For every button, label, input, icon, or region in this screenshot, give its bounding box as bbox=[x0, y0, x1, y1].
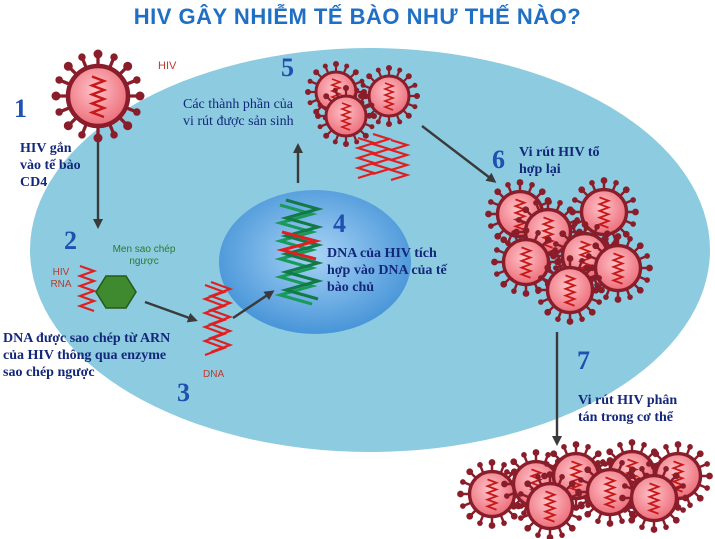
step-number-4: 4 bbox=[333, 209, 346, 238]
step-number-3: 3 bbox=[177, 378, 190, 407]
dna-label: DNA bbox=[203, 369, 225, 380]
hiv-rna-label: HIV RNA bbox=[50, 267, 72, 290]
viral-rna-copy bbox=[354, 136, 378, 180]
step-number-2: 2 bbox=[64, 226, 77, 255]
step-number-7: 7 bbox=[577, 346, 590, 375]
integrated-hiv-dna bbox=[276, 230, 322, 261]
viral-rna-copy bbox=[369, 132, 393, 176]
enzyme-label: Men sao chép ngược bbox=[112, 244, 176, 267]
step-5-label: Các thành phần của vi rút được sản sinh bbox=[183, 97, 294, 129]
arrow-step5-to-step6 bbox=[421, 125, 497, 183]
new-virus-component bbox=[313, 83, 379, 149]
spreading-virus bbox=[513, 469, 587, 539]
step-number-1: 1 bbox=[14, 94, 27, 123]
page-title: HIV GÂY NHIỄM TẾ BÀO NHƯ THẾ NÀO? bbox=[133, 4, 582, 29]
step-4-label: DNA của HIV tích hợp vào DNA của tế bào … bbox=[327, 246, 447, 295]
step-1-label: HIV gắn vào tế bào CD4 bbox=[20, 141, 81, 190]
spreading-virus bbox=[617, 461, 691, 535]
arrow-step3-to-step4 bbox=[232, 290, 275, 319]
reverse-transcriptase-enzyme bbox=[95, 275, 137, 309]
hiv-label: HIV bbox=[158, 60, 177, 72]
viral-rna-copy bbox=[387, 138, 411, 182]
step-number-5: 5 bbox=[281, 53, 294, 82]
step-7-label: Vi rút HIV phân tán trong cơ thể bbox=[578, 393, 678, 425]
step-number-6: 6 bbox=[492, 145, 505, 174]
step-2-label: DNA được sao chép từ ARN của HIV thông q… bbox=[3, 331, 171, 380]
assembled-virus bbox=[533, 253, 607, 327]
step-6-label: Vi rút HIV tổ hợp lại bbox=[519, 145, 600, 177]
hiv-virus-attaching bbox=[52, 50, 145, 143]
host-dna-strand-b bbox=[280, 198, 324, 301]
arrow-step2-to-step3 bbox=[144, 300, 198, 323]
hiv-rna-strand bbox=[76, 264, 98, 313]
viral-dna-strand-b bbox=[207, 280, 234, 354]
